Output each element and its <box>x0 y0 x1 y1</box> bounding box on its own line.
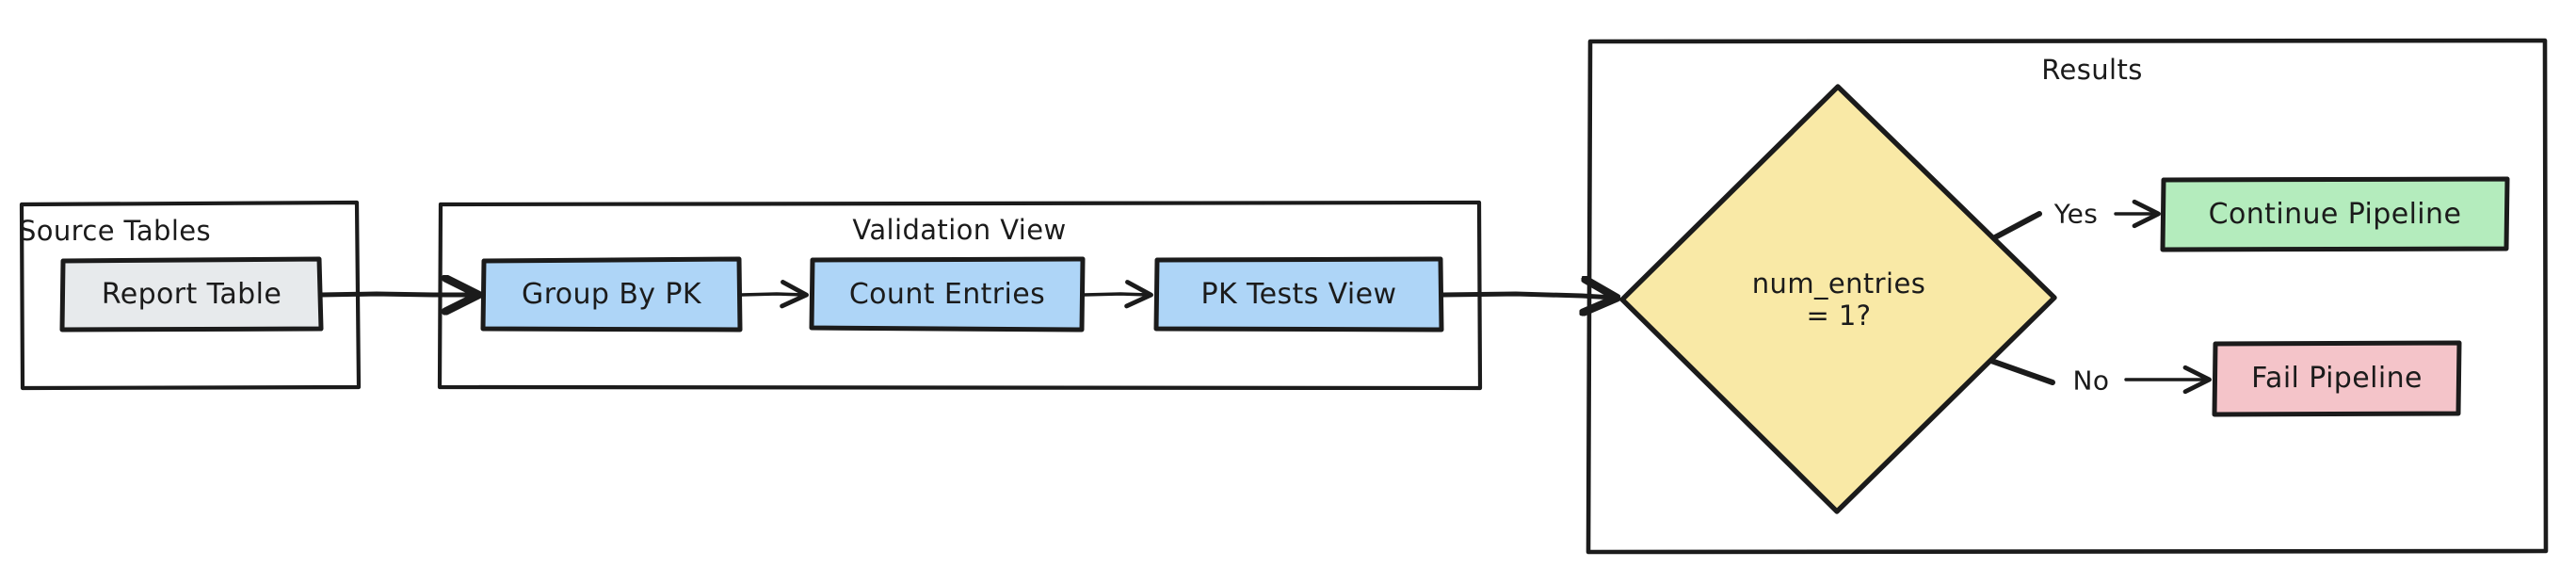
edge-num-entries-check-to-continue-pipeline <box>1992 211 2042 240</box>
edge-label-no: No <box>2072 365 2110 397</box>
edge-count-entries-to-pk-tests-view <box>1082 280 1153 309</box>
edge-num-entries-check-to-fail-pipeline <box>1988 358 2055 385</box>
node-fail-pipeline[interactable] <box>2212 340 2462 417</box>
group-title-validation-view: Validation View <box>852 214 1067 246</box>
edge-group-by-pk-to-count-entries <box>739 280 809 309</box>
node-report-table[interactable] <box>59 256 324 333</box>
group-title-source-tables: Source Tables <box>18 215 212 247</box>
edge-report-table-to-group-by-pk <box>318 294 475 295</box>
node-count-entries[interactable] <box>809 256 1086 333</box>
group-title-results: Results <box>2041 54 2143 86</box>
node-group-by-pk[interactable] <box>480 256 743 333</box>
node-continue-pipeline[interactable] <box>2160 176 2510 252</box>
edge-pk-tests-view-to-num-entries-check <box>1440 294 1614 298</box>
edge-label-yes: Yes <box>2053 198 2099 230</box>
node-num-entries-check[interactable] <box>1619 84 2057 514</box>
node-pk-tests-view[interactable] <box>1153 256 1444 333</box>
